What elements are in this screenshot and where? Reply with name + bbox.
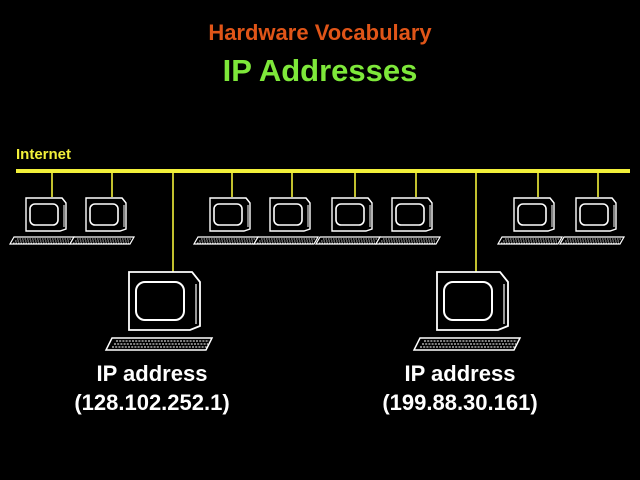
host-address-b: IP address (199.88.30.161)	[360, 359, 560, 417]
computer-icon	[375, 197, 441, 245]
computer-icon	[559, 197, 625, 245]
computer-icon	[193, 197, 259, 245]
computer-icon	[253, 197, 319, 245]
computer-icon	[9, 197, 75, 245]
host-address-a: IP address (128.102.252.1)	[52, 359, 252, 417]
ip-address-label: IP address	[404, 361, 516, 386]
computer-icon-large	[105, 271, 213, 351]
computer-icon	[315, 197, 381, 245]
ip-address-value: (199.88.30.161)	[382, 390, 538, 415]
internet-label: Internet	[16, 146, 72, 163]
computer-icon-large	[413, 271, 521, 351]
ip-address-value: (128.102.252.1)	[74, 390, 230, 415]
slide-title: IP Addresses	[222, 53, 418, 88]
computer-icon	[497, 197, 563, 245]
computer-icon	[69, 197, 135, 245]
slide-subtitle: Hardware Vocabulary	[208, 20, 432, 45]
network-drops	[51, 171, 599, 274]
ip-address-label: IP address	[96, 361, 208, 386]
